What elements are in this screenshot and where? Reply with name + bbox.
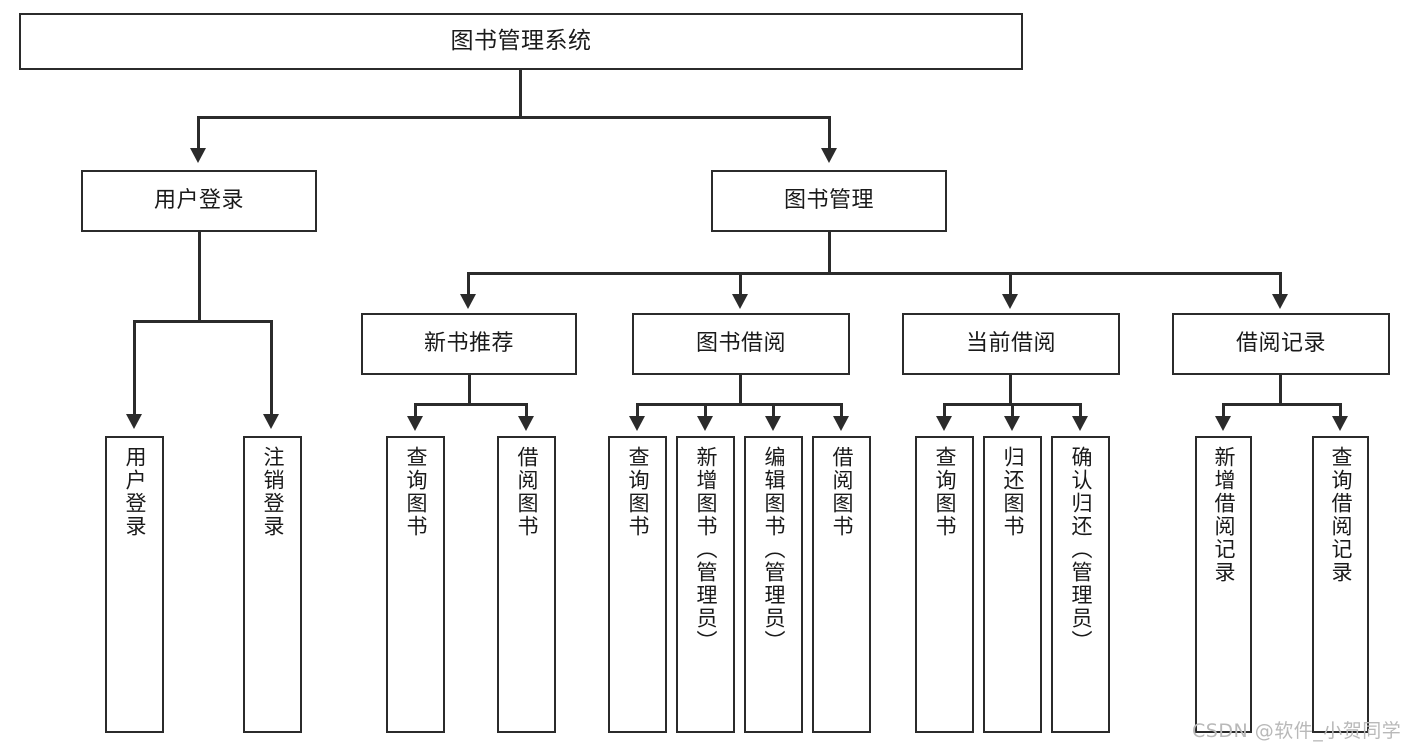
leaf-add-borrow-record[interactable]: 新增借阅记录 [1195, 436, 1252, 733]
arrow-user-login-to-leaf-2 [263, 414, 279, 429]
connector-bm-to-new-book-recommend [467, 272, 470, 298]
arrow-user-login-to-leaf-1 [126, 414, 142, 429]
node-label: 查询图书 [404, 446, 428, 538]
connector-nbr-to-leaf-2 [525, 403, 528, 419]
node-label: 当前借阅 [965, 330, 1056, 356]
arrow-bb-to-leaf-1 [629, 416, 645, 431]
node-label: 用户登录 [153, 187, 244, 213]
leaf-query-book-current[interactable]: 查询图书 [915, 436, 974, 733]
connector-br-to-leaf-1 [1222, 403, 1225, 419]
connector-bm-to-borrow-record [1279, 272, 1282, 298]
node-label: 查询借阅记录 [1329, 446, 1353, 584]
connector-new-book-recommend-stem [468, 375, 471, 405]
leaf-logout-login[interactable]: 注销登录 [243, 436, 302, 733]
arrow-bm-to-new-book-recommend [460, 294, 476, 309]
leaf-borrow-book-recommend[interactable]: 借阅图书 [497, 436, 556, 733]
connector-borrow-record-bus [1222, 403, 1342, 406]
arrow-br-to-leaf-1 [1215, 416, 1231, 431]
connector-current-borrow-stem [1009, 375, 1012, 405]
connector-bm-to-book-borrow [739, 272, 742, 298]
node-label: 用户登录 [123, 446, 147, 538]
connector-root-to-user-login [197, 116, 200, 152]
node-label: 新增借阅记录 [1212, 446, 1236, 584]
arrow-br-to-leaf-2 [1332, 416, 1348, 431]
node-label: 编辑图书（管理员） [762, 446, 786, 653]
leaf-borrow-book[interactable]: 借阅图书 [812, 436, 871, 733]
connector-user-login-stem [198, 232, 201, 322]
arrow-nbr-to-leaf-2 [518, 416, 534, 431]
node-label: 注销登录 [261, 446, 285, 538]
node-label: 图书借阅 [695, 330, 786, 356]
arrow-cb-to-leaf-1 [936, 416, 952, 431]
arrow-bm-to-current-borrow [1002, 294, 1018, 309]
connector-user-login-to-leaf-1 [133, 320, 136, 418]
csdn-watermark: CSDN @软件_小贺同学 [1192, 720, 1402, 742]
arrow-bb-to-leaf-4 [833, 416, 849, 431]
node-label: 借阅图书 [830, 446, 854, 538]
arrow-root-to-user-login [190, 148, 206, 163]
node-label: 借阅记录 [1235, 330, 1326, 356]
connector-root-to-book-management [828, 116, 831, 152]
connector-bb-to-leaf-3 [772, 403, 775, 419]
node-label: 新书推荐 [423, 330, 514, 356]
arrow-bb-to-leaf-3 [765, 416, 781, 431]
leaf-query-book-borrow[interactable]: 查询图书 [608, 436, 667, 733]
connector-root-stem [519, 70, 522, 118]
node-label: 图书管理系统 [450, 27, 592, 54]
leaf-user-login[interactable]: 用户登录 [105, 436, 164, 733]
arrow-cb-to-leaf-2 [1004, 416, 1020, 431]
connector-book-borrow-stem [739, 375, 742, 405]
leaf-return-book[interactable]: 归还图书 [983, 436, 1042, 733]
connector-book-management-bus [467, 272, 1282, 275]
node-book-borrow[interactable]: 图书借阅 [632, 313, 850, 375]
connector-user-login-bus [133, 320, 270, 323]
leaf-add-book-admin[interactable]: 新增图书（管理员） [676, 436, 735, 733]
node-label: 借阅图书 [515, 446, 539, 538]
connector-bb-to-leaf-2 [704, 403, 707, 419]
arrow-bb-to-leaf-2 [697, 416, 713, 431]
connector-cb-to-leaf-1 [943, 403, 946, 419]
connector-cb-to-leaf-2 [1011, 403, 1014, 419]
connector-borrow-record-stem [1279, 375, 1282, 405]
connector-cb-to-leaf-3 [1079, 403, 1082, 419]
connector-book-borrow-bus [636, 403, 842, 406]
connector-br-to-leaf-2 [1339, 403, 1342, 419]
leaf-query-borrow-record[interactable]: 查询借阅记录 [1312, 436, 1369, 733]
arrow-bm-to-borrow-record [1272, 294, 1288, 309]
connector-root-bus [197, 116, 831, 119]
node-borrow-record[interactable]: 借阅记录 [1172, 313, 1390, 375]
connector-nbr-to-leaf-1 [414, 403, 417, 419]
node-label: 图书管理 [783, 187, 874, 213]
node-label: 查询图书 [626, 446, 650, 538]
node-new-book-recommend[interactable]: 新书推荐 [361, 313, 577, 375]
node-user-login[interactable]: 用户登录 [81, 170, 317, 232]
connector-bm-to-current-borrow [1009, 272, 1012, 298]
arrow-root-to-book-management [821, 148, 837, 163]
node-label: 归还图书 [1001, 446, 1025, 538]
arrow-cb-to-leaf-3 [1072, 416, 1088, 431]
node-root-book-management-system[interactable]: 图书管理系统 [19, 13, 1023, 70]
node-label: 查询图书 [933, 446, 957, 538]
connector-new-book-recommend-bus [414, 403, 528, 406]
connector-user-login-to-leaf-2 [270, 320, 273, 418]
node-label: 新增图书（管理员） [694, 446, 718, 653]
node-book-management[interactable]: 图书管理 [711, 170, 947, 232]
arrow-bm-to-book-borrow [732, 294, 748, 309]
leaf-query-book-recommend[interactable]: 查询图书 [386, 436, 445, 733]
connector-bb-to-leaf-1 [636, 403, 639, 419]
node-current-borrow[interactable]: 当前借阅 [902, 313, 1120, 375]
arrow-nbr-to-leaf-1 [407, 416, 423, 431]
connector-book-management-stem [828, 232, 831, 274]
leaf-confirm-return-admin[interactable]: 确认归还（管理员） [1051, 436, 1110, 733]
connector-bb-to-leaf-4 [840, 403, 843, 419]
node-label: 确认归还（管理员） [1069, 446, 1093, 653]
leaf-edit-book-admin[interactable]: 编辑图书（管理员） [744, 436, 803, 733]
